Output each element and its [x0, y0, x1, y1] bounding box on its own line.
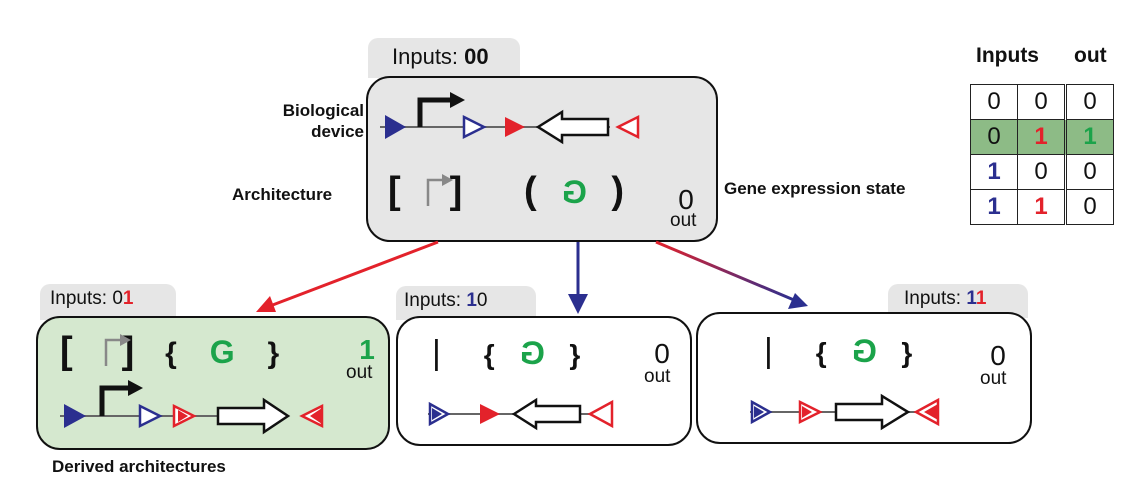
derived-01-inputs-label: Inputs: 01 — [50, 288, 134, 309]
root-inputs-label: Inputs: 00 — [392, 44, 489, 69]
truth-table-input-cell: 1 — [1017, 119, 1067, 155]
derived-10-device-glyph — [428, 397, 614, 431]
derived-10-inputs-label: Inputs: 10 — [404, 290, 488, 311]
root-device-box — [366, 76, 718, 242]
label-architecture: Architecture — [232, 185, 333, 204]
truth-table-out-cell: 0 — [1065, 84, 1114, 120]
truth-table-header-inputs: Inputs — [976, 44, 1039, 67]
derived-10-out-value: 0 — [654, 338, 670, 369]
truth-table-input-cell: 0 — [1017, 84, 1067, 120]
root-arch-promoter-icon — [426, 174, 453, 206]
arrow-to-01 — [256, 240, 439, 312]
derived-01-device-glyph — [60, 380, 324, 435]
arrow-to-10 — [568, 242, 588, 314]
gene-reverse: G — [851, 333, 877, 369]
root-out-value: 0 — [678, 184, 694, 215]
arrow-to-11 — [655, 240, 808, 309]
derived-01-promoter-icon — [104, 334, 131, 366]
truth-table-input-cell: 1 — [970, 154, 1018, 190]
derived-11-inputs-label: Inputs: 11 — [904, 288, 987, 309]
derived-architectures-caption: Derived architectures — [52, 457, 226, 476]
derived-10-box — [396, 316, 692, 446]
truth-table-input-cell: 0 — [1017, 154, 1067, 190]
root-device-glyph — [380, 92, 640, 145]
truth-table-out-cell: 0 — [1065, 189, 1114, 225]
derived-01-box — [36, 316, 390, 450]
label-biological-device: Biological device — [282, 101, 364, 142]
derived-01-inputs-tab — [40, 284, 176, 320]
truth-table-header-out: out — [1074, 44, 1107, 67]
derived-11-architecture: | { G } — [764, 332, 913, 370]
label-gene-expression-state: Gene expression state — [724, 179, 906, 198]
root-out-label: out — [670, 210, 697, 231]
derived-01-out-value: 1 — [359, 334, 375, 365]
gene-forward: G — [209, 334, 235, 370]
root-inputs-tab — [368, 38, 520, 78]
derived-11-out-label: out — [980, 368, 1007, 389]
gene-reverse: G — [519, 335, 545, 371]
truth-table-input-cell: 0 — [970, 84, 1018, 120]
derived-01-architecture: [ ] { G } — [60, 330, 280, 372]
derived-10-out-label: out — [644, 366, 671, 387]
derived-10-architecture: | { G } — [432, 334, 581, 372]
root-architecture: [ ] — [388, 170, 463, 212]
truth-table-input-cell: 1 — [970, 189, 1018, 225]
derived-10-inputs-tab — [396, 286, 536, 320]
truth-table-out-cell: 0 — [1065, 154, 1114, 190]
derived-01-out-label: out — [346, 362, 373, 383]
truth-table-out-cell: 1 — [1065, 119, 1114, 155]
truth-table-input-cell: 1 — [1017, 189, 1067, 225]
derived-11-device-glyph — [750, 393, 940, 431]
derived-11-out-value: 0 — [990, 340, 1006, 371]
root-architecture-gene: ( G ) — [524, 170, 625, 212]
truth-table-input-cell: 0 — [970, 119, 1018, 155]
